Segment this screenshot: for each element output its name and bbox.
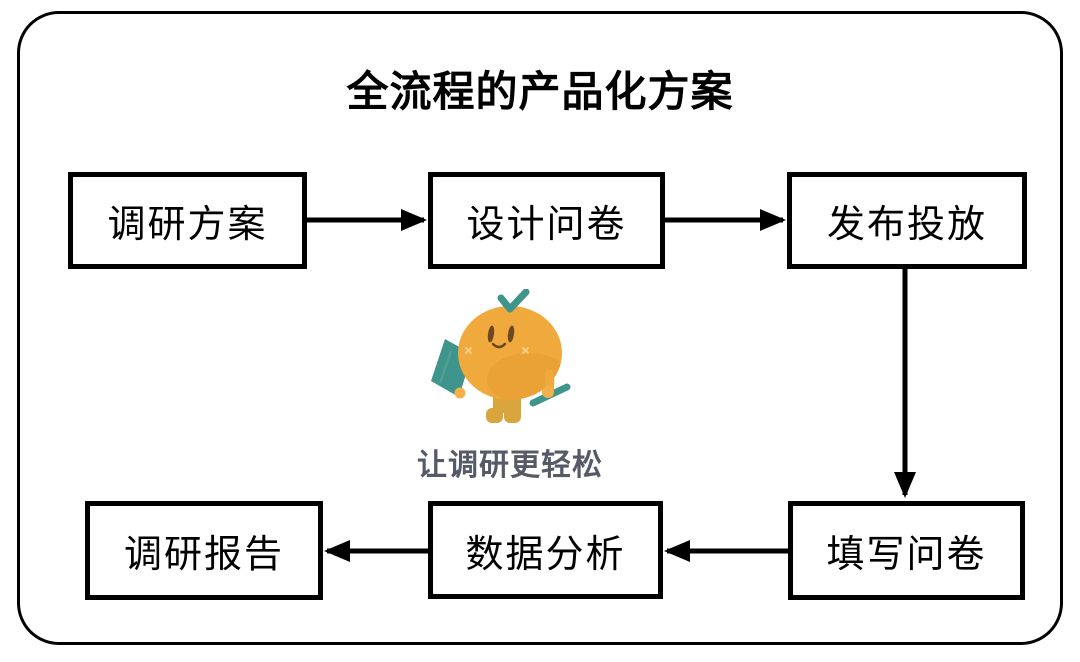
mascot-body-shade — [487, 353, 562, 400]
mascot-body — [458, 306, 562, 400]
outer-rounded-frame — [17, 11, 1063, 645]
mascot-tagline: 让调研更轻松 — [417, 449, 603, 482]
mascot-sprout — [497, 289, 530, 313]
mascot-cheek-sparkles — [465, 347, 529, 354]
flow-node-research-report: 调研报告 — [85, 501, 323, 600]
flow-node-label: 数据分析 — [465, 533, 626, 576]
flow-node-label: 调研报告 — [123, 534, 284, 576]
orange-mascot-icon — [431, 289, 571, 423]
flow-node-publish-launch: 发布投放 — [787, 172, 1027, 269]
flow-node-label: 发布投放 — [826, 204, 987, 246]
flow-node-fill-questionnaire: 填写问卷 — [788, 501, 1025, 600]
diagram-title: 全流程的产品化方案 — [346, 68, 734, 115]
mascot-left-eye — [487, 325, 495, 343]
flow-node-research-plan: 调研方案 — [68, 172, 307, 269]
mascot-left-boot — [486, 408, 503, 423]
flow-node-data-analysis: 数据分析 — [428, 501, 663, 599]
mascot-left-hand — [454, 387, 466, 399]
flow-node-label: 填写问卷 — [826, 534, 987, 576]
flow-node-label: 设计问卷 — [466, 204, 627, 246]
mascot-right-hand — [542, 386, 554, 398]
flow-node-design-questionnaire: 设计问卷 — [428, 172, 665, 269]
mascot-smile — [491, 342, 507, 349]
mascot-right-eye — [507, 325, 515, 343]
flow-node-label: 调研方案 — [107, 204, 268, 246]
mascot-right-boot — [504, 408, 521, 423]
mascot-clipboard-stripe — [438, 350, 453, 384]
